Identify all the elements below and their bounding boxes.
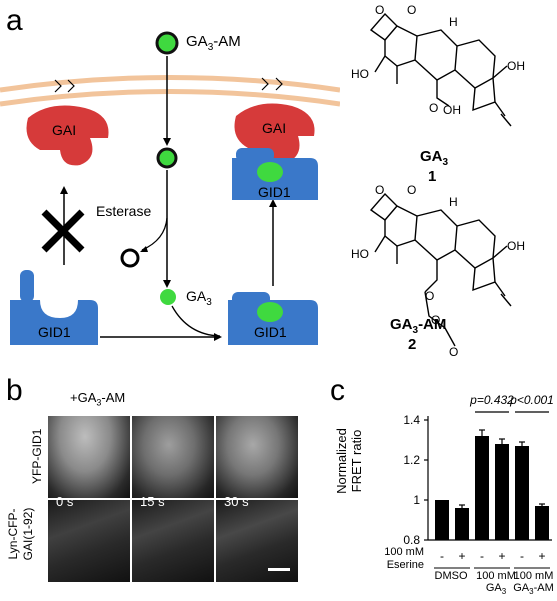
compound1-number: 1 [428,168,437,185]
membrane-upper [0,75,340,93]
label-esterase: Esterase [96,203,152,219]
y-tick-label: 1.2 [403,453,420,467]
label-ga3: GA3 [186,288,212,308]
svg-text:O: O [449,345,458,359]
chemical-structures: HO OH OH HO OH O O O O O O O O H H [351,3,525,359]
label-gid1-bottom: GID1 [254,324,287,340]
lipid-anchor-left [54,79,75,93]
compound2-name: GA3-AM [390,316,447,336]
bar [535,506,549,540]
svg-text:O: O [407,3,416,17]
bar [495,444,509,540]
svg-text:O: O [429,101,438,115]
esterase-curve [141,217,168,251]
ga3am-molecule-top [155,31,179,55]
eserine-sign: - [440,549,444,563]
svg-text:O: O [407,183,416,197]
micrograph-bottom-0s [48,500,130,582]
panel-a-letter: a [6,4,23,37]
y-tick-label: 0.8 [403,533,420,547]
label-gai-right: GAI [262,120,287,136]
acetoxymethyl-ring [120,248,140,268]
svg-text:H: H [449,195,458,209]
p-value-label: p=0.432 [469,393,514,407]
gai-protein-left [26,105,109,166]
blocked-x-icon [41,209,85,253]
eserine-sign: + [498,549,505,563]
gid1-protein-bound-top [232,148,318,200]
svg-text:OH: OH [507,239,525,253]
eserine-sign: - [480,549,484,563]
gid1-protein-bound-bottom [228,292,318,345]
bar [475,436,489,540]
svg-text:H: H [449,15,458,29]
p-value-label: p<0.001 [509,393,554,407]
bar [435,500,449,540]
eserine-sign: + [538,549,545,563]
scale-bar [268,568,290,571]
svg-text:O: O [425,289,434,303]
bar [455,508,469,540]
label-gid1-left: GID1 [38,324,71,340]
time-label-15s: 15 s [140,494,165,509]
time-label-0s: 0 s [56,494,74,509]
svg-text:HO: HO [351,247,369,261]
membrane-lower [0,89,340,107]
channel-label-bottom: Lyn-CFP-GAI(1-92) [6,507,35,561]
svg-text:OH: OH [443,103,461,117]
svg-text:O: O [375,3,384,17]
panel-b-letter: b [6,374,23,407]
eserine-sign: - [520,549,524,563]
time-label-30s: 30 s [224,494,249,509]
compound2-number: 2 [408,336,417,353]
svg-text:O: O [431,313,440,327]
y-tick-label: 1.4 [403,413,420,427]
label-ga3am-top: GA3-AM [186,33,241,53]
micrograph-top-15s [132,416,214,498]
y-tick-label: 1 [413,493,420,507]
gid1-protein-left [10,270,98,345]
micrograph-top-30s [216,416,298,498]
svg-text:O: O [375,183,384,197]
micrograph-bottom-15s [132,500,214,582]
ga3-molecule [160,289,176,305]
pathway-diagram [0,31,340,345]
binding-curve [171,305,221,337]
group-label-dmso: DMSO [434,570,468,582]
panel-c-letter: c [330,374,345,407]
label-gid1-top: GID1 [258,184,291,200]
compound1-name: GA3 [420,148,449,168]
svg-text:HO: HO [351,67,369,81]
lipid-anchor-right [261,77,283,91]
gai-protein-right [234,103,315,164]
condition-label: +GA3-AM [70,390,126,408]
ga3am-molecule-cell [156,147,178,169]
svg-text:OH: OH [507,59,525,73]
label-gai-left: GAI [52,122,77,138]
micrograph-top-0s [48,416,130,498]
bar [515,446,529,540]
eserine-sign: + [458,549,465,563]
